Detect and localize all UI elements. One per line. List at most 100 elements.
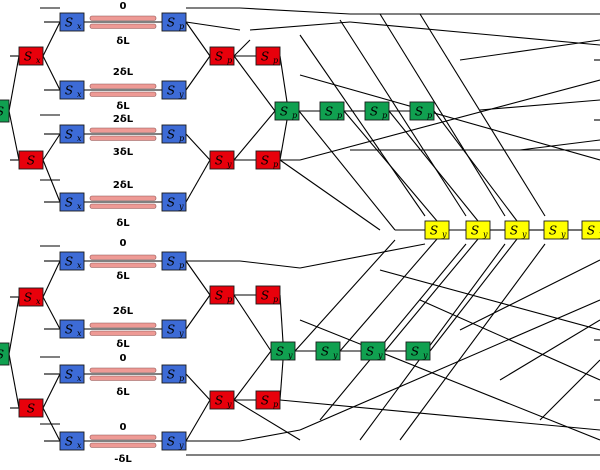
green-box-lower-4-symbol: S bbox=[411, 345, 419, 359]
blue-box-left-m1-subscript: x bbox=[77, 22, 82, 31]
red-box-mid-1-symbol: S bbox=[215, 50, 223, 64]
waveguide-pair-m8-upper bbox=[89, 434, 157, 440]
blue-box-left-m7-subscript: x bbox=[77, 374, 82, 383]
waveguides bbox=[89, 15, 157, 448]
blue-box-right-m1-symbol: S bbox=[167, 16, 175, 30]
green-box-upper-3-body bbox=[364, 101, 390, 121]
wire-cross bbox=[299, 299, 600, 431]
wire-cross bbox=[399, 243, 546, 441]
green-edge-top: S bbox=[0, 99, 10, 123]
blue-box-left-m6-symbol: S bbox=[65, 323, 73, 337]
wire-cross bbox=[319, 243, 467, 421]
waveguide-pair-m7-lower bbox=[89, 375, 157, 381]
red-box-mid-5-body bbox=[209, 285, 235, 305]
green-box-lower-1-body bbox=[270, 341, 296, 361]
blue-box-right-m4-body bbox=[161, 192, 187, 212]
delay-label-m8-bottom: -δL bbox=[114, 454, 132, 465]
wire-cross bbox=[433, 110, 518, 222]
blue-box-left-m4-subscript: x bbox=[77, 202, 82, 211]
wire-cross bbox=[294, 239, 396, 352]
delay-label-m5-top: 0 bbox=[120, 238, 127, 249]
green-box-upper-4-body bbox=[409, 101, 435, 121]
wire-to-red bbox=[185, 159, 211, 203]
delay-label-m7-top: 0 bbox=[120, 353, 127, 364]
red-box-mid-6-subscript: p bbox=[273, 295, 278, 304]
delay-label-m2-top: 2δL bbox=[113, 67, 134, 78]
blue-box-right-m8-subscript: y bbox=[178, 441, 184, 450]
delay-label-m6-top: 2δL bbox=[113, 306, 134, 317]
wire-cross bbox=[279, 399, 600, 431]
blue-box-right-m5-subscript: p bbox=[179, 261, 184, 270]
red-box-mid-2-subscript: p bbox=[273, 56, 278, 65]
blue-box-right-m3-subscript: p bbox=[179, 134, 184, 143]
wire-cross bbox=[419, 299, 600, 381]
delay-label-m5-bottom: δL bbox=[116, 271, 130, 282]
waveguide-pair-m6-lower bbox=[89, 330, 157, 336]
wire-cross bbox=[299, 319, 600, 441]
yellow-box-4-symbol: S bbox=[549, 224, 557, 238]
blue-box-left-m1-symbol: S bbox=[65, 16, 73, 30]
red-box-mid-2-symbol: S bbox=[261, 50, 269, 64]
blue-box-right-m2-body bbox=[161, 80, 187, 100]
red-box-mid-8-subscript: p bbox=[273, 400, 278, 409]
blue-box-right-m2-symbol: S bbox=[167, 84, 175, 98]
yellow-box-5-body bbox=[581, 220, 600, 240]
wire-fan bbox=[42, 21, 61, 57]
yellow-box-5-subscript: y bbox=[598, 230, 600, 239]
red-splitter-left-4-symbol: S bbox=[27, 402, 35, 416]
green-box-lower-3-body bbox=[360, 341, 386, 361]
wire-cross bbox=[339, 238, 438, 352]
yellow-box-1-symbol: S bbox=[430, 224, 438, 238]
wire-fan bbox=[42, 260, 61, 298]
green-edge-bottom-symbol: S bbox=[0, 348, 4, 362]
waveguide-pair-m2-upper bbox=[89, 83, 157, 89]
waveguide-pair-m3-lower bbox=[89, 135, 157, 141]
delay-label-m4-top: 2δL bbox=[113, 180, 134, 191]
red-box-mid-7-body bbox=[209, 390, 235, 410]
red-box-mid-1-subscript: p bbox=[227, 56, 232, 65]
blue-box-right-m3-symbol: S bbox=[167, 128, 175, 142]
blue-box-right-m7-symbol: S bbox=[167, 368, 175, 382]
red-box-mid-2-body bbox=[255, 46, 281, 66]
blue-box-right-m4-subscript: y bbox=[178, 202, 184, 211]
wire-cross bbox=[343, 110, 438, 222]
green-box-upper-1-subscript: p bbox=[292, 111, 297, 120]
wire-cross bbox=[339, 19, 467, 217]
blue-box-right-m3-body bbox=[161, 124, 187, 144]
green-box-upper-3-symbol: S bbox=[370, 105, 378, 119]
wire-cross bbox=[459, 259, 600, 331]
wire-edge bbox=[8, 55, 20, 112]
wire bbox=[233, 294, 272, 352]
green-box-upper-2-subscript: p bbox=[337, 111, 342, 120]
delay-labels: 0 δL 2δL δL 2δL 3δL 2δL δL 0 δL 2δL δL 0… bbox=[113, 1, 134, 465]
green-box-lower-2-body bbox=[315, 341, 341, 361]
wire-cross bbox=[239, 7, 351, 15]
yellow-box-2-symbol: S bbox=[471, 224, 479, 238]
blue-box-right-m7-subscript: p bbox=[179, 374, 184, 383]
wire-cross bbox=[519, 139, 600, 151]
wire-to-red bbox=[185, 399, 211, 442]
green-box-lower-1-symbol: S bbox=[276, 345, 284, 359]
red-splitter-left-3-subscript: x bbox=[36, 297, 41, 306]
blue-box-right-m1-subscript: p bbox=[179, 22, 184, 31]
connection-wires bbox=[8, 7, 600, 456]
blue-box-left-m2-subscript: x bbox=[77, 90, 82, 99]
green-box-upper-3-subscript: p bbox=[382, 111, 387, 120]
blue-box-left-m5-subscript: x bbox=[77, 261, 82, 270]
blue-box-left-m7-body bbox=[59, 364, 85, 384]
